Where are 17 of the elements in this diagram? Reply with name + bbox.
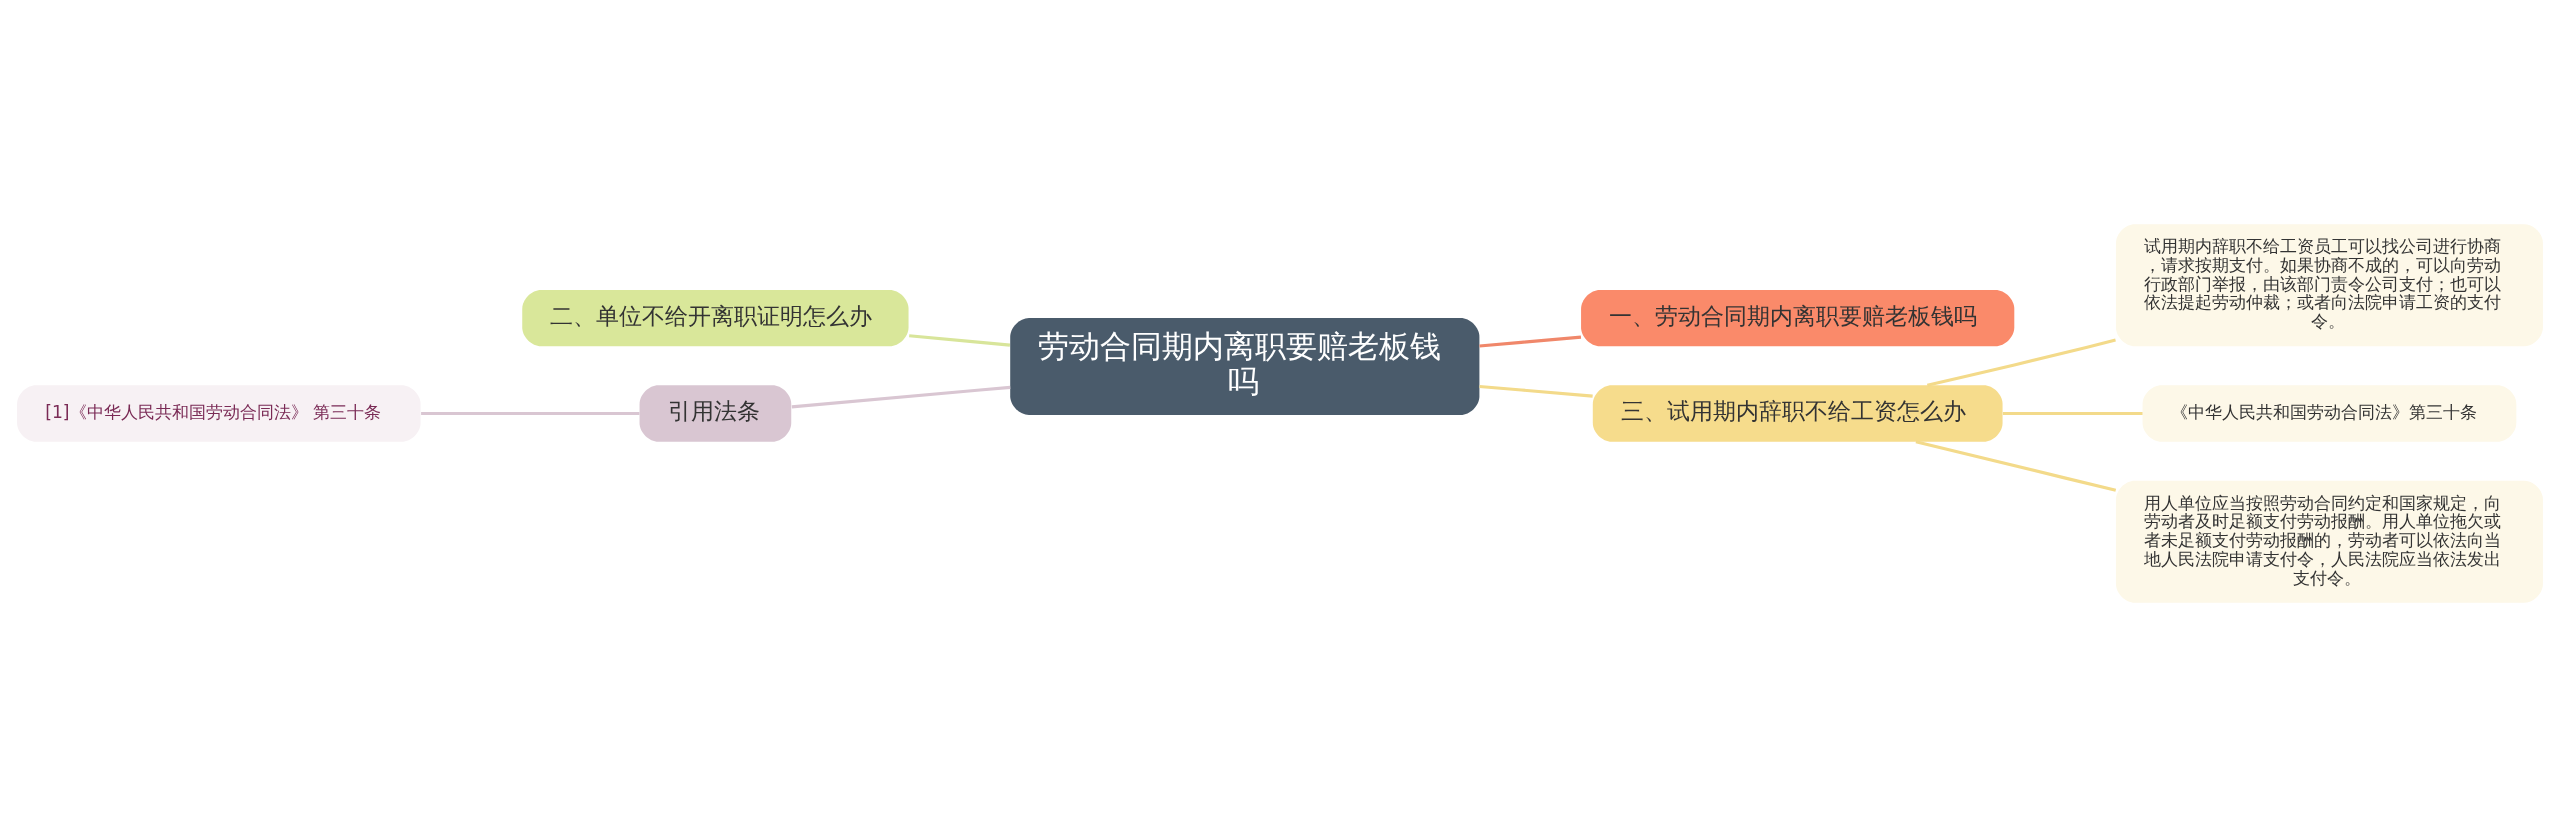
- connector: [1926, 338, 2116, 387]
- node-box: [1]《中华人民共和国劳动合同法》 第三十条: [17, 384, 421, 442]
- connector: [2002, 411, 2143, 415]
- node-box: 二、单位不给开离职证明怎么办: [522, 289, 909, 346]
- connector: [1479, 335, 1582, 348]
- node-box: 《中华人民共和国劳动合同法》第三十条: [2142, 384, 2517, 442]
- connector: [421, 411, 640, 415]
- node-box: 三、试用期内辞职不给工资怎么办: [1592, 384, 2003, 442]
- connector: [1479, 384, 1593, 398]
- node-box: 一、劳动合同期内离职要赔老板钱吗: [1581, 289, 2015, 346]
- connector: [791, 385, 1011, 408]
- node-box: 劳动合同期内离职要赔老板钱吗: [1010, 317, 1480, 415]
- connector: [909, 333, 1011, 347]
- connector: [1915, 439, 2117, 492]
- node-box: 引用法条: [639, 384, 792, 442]
- node-box: 用人单位应当按照劳动合同约定和国家规定，向劳动者及时足额支付劳动报酬。用人单位拖欠或者未足额支付劳动报酬的，劳动者可以依法向当地人民法院申请支付令，人民法院应当依法发出支付令。: [2115, 480, 2543, 603]
- node-box: 试用期内辞职不给工资员工可以找公司进行协商，请求按期支付。如果协商不成的，可以向劳动行政部门举报，由该部门责令公司支付；也可以依法提起劳动仲裁；或者向法院申请工资的支付令。: [2115, 223, 2543, 346]
